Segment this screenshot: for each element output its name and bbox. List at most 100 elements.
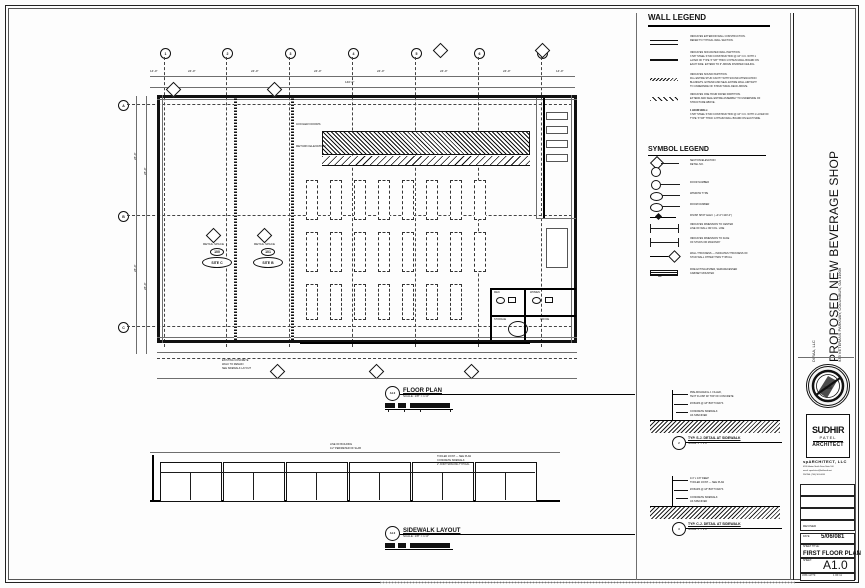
gondola-shelf [378, 180, 390, 220]
legend-text-4-line-1: EXTEND AND SEAL ENTIRE ASSEMBLY TO UNDER… [690, 97, 761, 100]
cooler-fixture-sawtooth [322, 156, 530, 166]
exterior-wall-west-inner [162, 95, 163, 343]
dim-tick-b [678, 224, 679, 233]
elevation-mullion [379, 472, 380, 500]
gondola-shelf [330, 284, 342, 320]
symbol-text-7-line-1: OF STUDS OR MASONRY [690, 241, 721, 244]
symbol-text-6-line-0: INDICATES DIMENSION TO CENTER [690, 223, 734, 226]
detail2-slab-top [650, 420, 780, 422]
storefront-line [300, 342, 530, 344]
demising-wall-1 [234, 98, 237, 340]
gondola-shelf [450, 180, 462, 220]
detail2-leader-3 [676, 412, 688, 413]
detail3-callout-0: 1/4" x 1/8" DEEP [690, 477, 709, 480]
scale-bar2-seg [398, 543, 406, 548]
symbol-text-3-line-0: WINDOW TYPE [690, 192, 709, 195]
room-number-site-b: 101 [261, 248, 275, 256]
exterior-wall-north [157, 95, 577, 98]
floor-plan-title: FLOOR PLAN [403, 388, 442, 394]
sidewalk-layout-title: SIDEWALK LAYOUT [403, 528, 461, 534]
exterior-wall-east-inner [571, 95, 572, 343]
interior-wall-right-2 [536, 98, 537, 218]
elevation-mullion [442, 472, 443, 500]
gondola-shelf [474, 232, 486, 272]
firm-phone: PHONE: (706) 561-0616 [803, 474, 825, 476]
room-label-site-c: RETAIL SPACE [203, 242, 224, 246]
logo-divider [813, 440, 843, 442]
grid-bubble-top-6: 6 [474, 48, 485, 59]
lavatory-fixture-icon [545, 297, 553, 303]
sheet-number-label: SHEET: [803, 559, 812, 562]
legend-text-4-line-6: TYPE 'X' 5/8" THICK GYPSUM WALL BOARD ON… [690, 117, 761, 120]
gondola-shelf [402, 232, 414, 272]
note-existing-concrete-line3: SEE SIDEWALK LAYOUT [222, 367, 252, 370]
grid-line-1 [164, 57, 165, 347]
legend-text-1-line-1: REFER TO TYPICAL WALL SECTION. [690, 39, 734, 42]
elevation-callout-perimeter: 1/2" PERIMETER OF SLAB [330, 447, 361, 450]
section-elevation-bubble-icon [651, 167, 661, 177]
detail3-leader-2 [674, 490, 688, 491]
legend-text-4-line-4: 1 HOUR WALL: [690, 109, 709, 112]
grid-line-B [127, 215, 577, 216]
gondola-shelf [402, 284, 414, 320]
dim-top-7: 14'-0" [556, 69, 564, 73]
logo-line-2: PATEL [819, 434, 837, 440]
detail2-callout-4: AS SPECIFIED [690, 414, 708, 417]
sheet-border-inner [8, 8, 856, 580]
gondola-shelf [378, 284, 390, 320]
sheet-title-label: SHEET TITLE: [803, 545, 820, 548]
grid-line-A [127, 104, 577, 105]
seal-year: 2008 [824, 386, 832, 390]
scale-bar-tick [420, 410, 421, 412]
panel-divider-3 [793, 13, 794, 580]
elevation-bay [412, 462, 474, 502]
revision-row-2 [800, 496, 855, 508]
architect-logo-box: SUDHIR PATEL ARCHITECT [806, 414, 850, 458]
legend-text-2-line-1: 3 5/8" STEEL STUD CONSTRUCTION @ 16" O.C… [690, 55, 756, 58]
date-row [800, 533, 855, 544]
scale-bar-seg [398, 403, 406, 408]
detail2-scale: SCALE: 3" = 1'-0" [688, 442, 708, 445]
grid-bubble-left-C: C [118, 322, 129, 333]
legend-text-3-line-2: BLANKETS. EXTEND AND SEAL ENTIRE WALL AI… [690, 81, 757, 84]
dim-to-centerline-line [650, 228, 678, 229]
symbol-text-7-line-0: INDICATES DIMENSION TO FACE [690, 237, 730, 240]
job-page-row [800, 573, 855, 581]
window-tag-oval-icon [650, 192, 663, 201]
gondola-shelf [354, 284, 366, 320]
detail2-soil-hatch [650, 421, 780, 433]
grid-line-2 [226, 57, 227, 347]
elevation-mullion [190, 472, 191, 500]
scale-bar-tick [388, 410, 389, 412]
sheet-title-value: FIRST FLOOR PLAN [803, 551, 861, 557]
legend-text-2-line-2: LAYER OF TYPE 'X' 5/8" THICK GYPSUM WALL… [690, 59, 759, 62]
sidewalk-edge-line [157, 352, 577, 353]
legend-text-2-line-0: INDICATES NON-RATED WALL PARTITION. [690, 51, 741, 54]
gondola-shelf [354, 232, 366, 272]
dim-top-2: 24'-0" [251, 69, 259, 73]
detail2-bubble: 2 [672, 436, 686, 450]
dim-left-4: 28'-0" [143, 282, 147, 290]
revision-label-row [800, 520, 855, 531]
spot-elevation-line [650, 217, 676, 218]
detail2-joint-line [672, 390, 673, 422]
grid-bubble-left-B: B [118, 211, 129, 222]
room-tag-site-b: SITE B [253, 257, 283, 268]
plot-footer-strip [380, 581, 795, 584]
elevation-bay [160, 462, 222, 502]
gondola-shelf [306, 232, 318, 272]
symbol-text-5-line-0: FINISH SPOT ELEV. ( +0'-0"=100'-0") [690, 214, 732, 217]
exterior-wall-south-inner [157, 337, 577, 338]
core-wall-left [490, 288, 492, 340]
grid-bubble-top-3: 3 [285, 48, 296, 59]
detail3-callout-1: TOOLED JOINT — SEE PLAN [690, 481, 725, 484]
detail2-leader-2 [674, 404, 688, 405]
gondola-shelf [402, 180, 414, 220]
dim-left-3: 28'-0" [143, 167, 147, 175]
legend-text-3-line-0: INDICATES SOUND PARTITION. [690, 73, 728, 76]
gondola-shelf [426, 180, 438, 220]
detail3-scale: SCALE: 3" = 1'-0" [688, 528, 708, 531]
floor-plan-detail-bubble: A1.0 [385, 386, 400, 401]
legend-text-3-line-1: FILL ENTIRE STUD CAVITY WITH SOUND ATTEN… [690, 77, 757, 80]
scale-bar-seg [385, 403, 395, 408]
